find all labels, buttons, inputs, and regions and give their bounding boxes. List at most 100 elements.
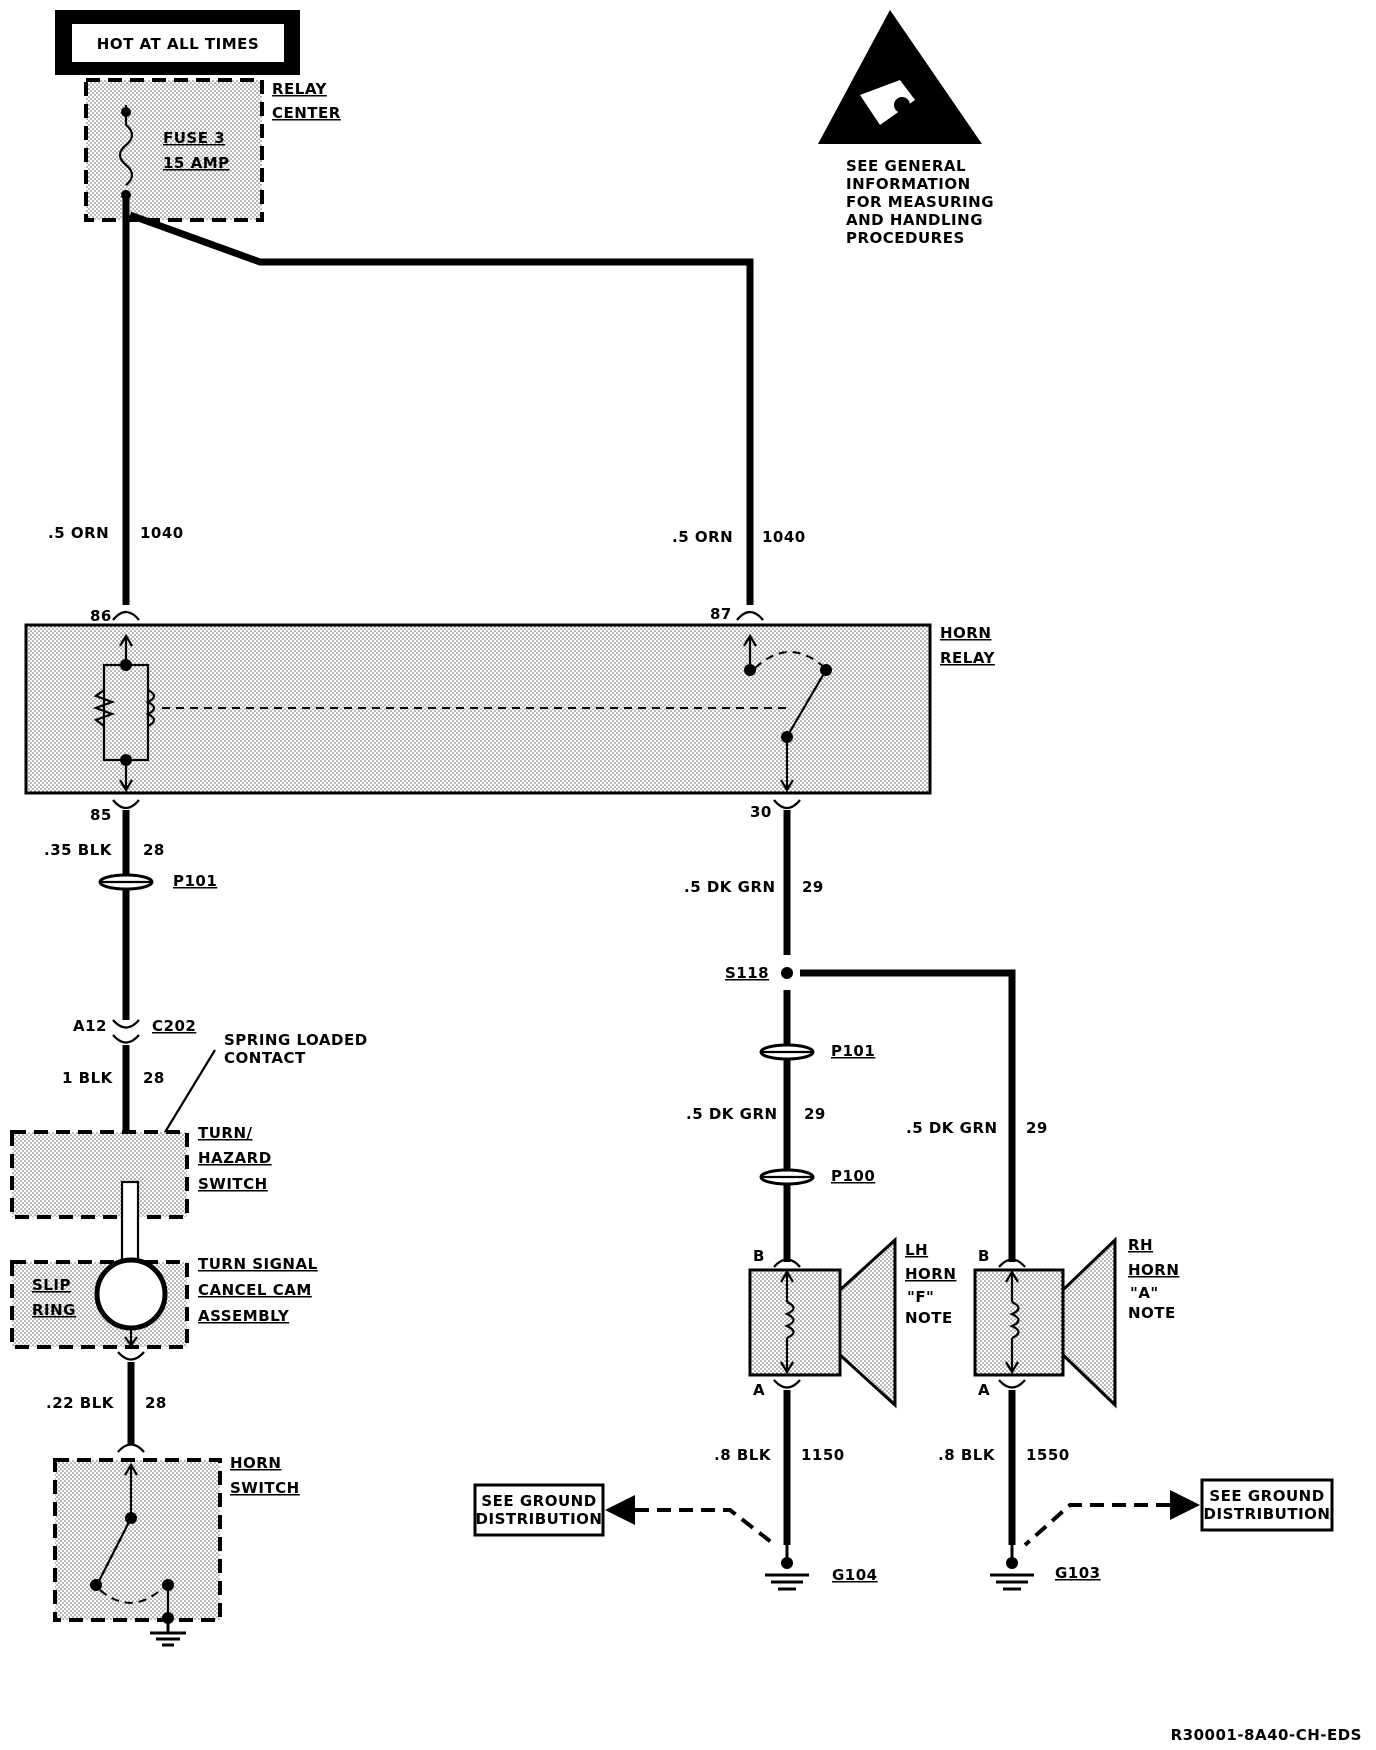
ground-ref-right: SEE GROUND DISTRIBUTION [1023, 1478, 1334, 1547]
rh-horn-label-3: "A" [1130, 1284, 1159, 1302]
power-source-label: HOT AT ALL TIMES [97, 35, 259, 53]
turn-hazard-label-2: HAZARD [198, 1149, 272, 1167]
horn-relay-label-2: RELAY [940, 649, 996, 667]
connector-30 [773, 799, 801, 810]
wire-lh-circuit: 29 [804, 1105, 826, 1123]
rh-horn-pin-b: B [978, 1247, 990, 1265]
connector-p100 [759, 1168, 815, 1186]
rh-horn-pin-a: A [978, 1381, 990, 1399]
figure-code: R30001-8A40-CH-EDS [1171, 1726, 1362, 1744]
relay-center-label-2: CENTER [272, 104, 341, 122]
fuse-label-1: FUSE 3 [163, 129, 225, 147]
horn-relay-label-1: HORN [940, 624, 991, 642]
esd-notice-2: INFORMATION [846, 175, 971, 193]
ground-ref-right-1: SEE GROUND [1209, 1487, 1324, 1505]
fuse-3 [118, 124, 134, 186]
lh-horn-label-2: HORN [905, 1265, 956, 1283]
lh-horn-label-1: LH [905, 1241, 928, 1259]
wire-rh-circuit: 29 [1026, 1119, 1048, 1137]
wire-86-gauge: .5 ORN [48, 524, 109, 542]
cancel-cam-label-2: CANCEL CAM [198, 1281, 312, 1299]
wire-cancel-circuit: 28 [145, 1394, 167, 1412]
slip-ring [94, 1257, 168, 1331]
esd-notice-4: AND HANDLING [846, 211, 983, 229]
wire-lh-gauge: .5 DK GRN [686, 1105, 778, 1123]
turn-hazard-label-3: SWITCH [198, 1175, 268, 1193]
relay-center: RELAY CENTER FUSE 3 15 AMP [84, 78, 341, 222]
lh-horn-body [748, 1268, 842, 1377]
pin-30: 30 [750, 803, 772, 821]
wire-87-gauge: .5 ORN [672, 528, 733, 546]
ground-g103-icon [990, 1545, 1034, 1591]
pin-85: 85 [90, 806, 112, 824]
ground-ref-left-1: SEE GROUND [481, 1492, 596, 1510]
cancel-cam-label-3: ASSEMBLY [198, 1307, 290, 1325]
lh-horn-label-4: NOTE [905, 1309, 953, 1327]
fuse-terminal-top [121, 107, 131, 117]
esd-notice-5: PROCEDURES [846, 229, 965, 247]
relay-resistor [92, 689, 116, 727]
p100-label: P100 [831, 1167, 875, 1185]
wire-85-circuit: 28 [143, 841, 165, 859]
ground-ref-left-2: DISTRIBUTION [476, 1510, 603, 1528]
g103-label: G103 [1055, 1564, 1101, 1582]
lh-horn: B A LH HORN "F" NOTE [748, 1236, 956, 1409]
wire-g103-circuit: 1550 [1026, 1446, 1070, 1464]
horn-switch: HORN SWITCH [53, 1454, 300, 1624]
wire-c202-circuit: 28 [143, 1069, 165, 1087]
connector-p101-right [759, 1043, 815, 1061]
spring-contact-label-2: CONTACT [224, 1049, 306, 1067]
wire-cancel-gauge: .22 BLK [46, 1394, 115, 1412]
horn-switch-contact [97, 1517, 132, 1584]
splice-s118: S118 [725, 964, 793, 982]
g104-label: G104 [832, 1566, 878, 1584]
horn-switch-label-2: SWITCH [230, 1479, 300, 1497]
rh-horn-coil [1009, 1301, 1020, 1339]
cancel-cam-label-1: TURN SIGNAL [198, 1255, 318, 1273]
esd-warning-icon [818, 10, 982, 144]
wire-rh-horn [800, 969, 1016, 1262]
esd-notice-1: SEE GENERAL [846, 157, 966, 175]
wire-87-circuit: 1040 [762, 528, 806, 546]
a12-label: A12 [73, 1017, 107, 1035]
ground-ref-left-arrow-icon [605, 1495, 635, 1525]
wire-85-gauge: .35 BLK [44, 841, 113, 859]
relay-center-label-1: RELAY [272, 80, 328, 98]
turn-signal-cancel-cam: SLIP RING TURN SIGNAL CANCEL CAM ASSEMBL… [10, 1255, 318, 1349]
s118-label: S118 [725, 964, 769, 982]
connector-86 [112, 610, 140, 621]
ground-ref-left: SEE GROUND DISTRIBUTION [473, 1483, 777, 1547]
ground-g104-icon [765, 1545, 809, 1591]
wire-g103-gauge: .8 BLK [938, 1446, 996, 1464]
lh-horn-pin-b: B [753, 1247, 765, 1265]
spring-contact-label-1: SPRING LOADED [224, 1031, 368, 1049]
connector-p101-left [98, 873, 154, 891]
p101-right-label: P101 [831, 1042, 875, 1060]
esd-notice-3: FOR MEASURING [846, 193, 994, 211]
c202-label: C202 [152, 1017, 196, 1035]
wire-30-circuit: 29 [802, 878, 824, 896]
ground-ref-right-arrow-icon [1170, 1490, 1200, 1520]
slip-ring-label-1: SLIP [32, 1276, 71, 1294]
rh-horn-body [973, 1268, 1065, 1377]
connector-85 [112, 799, 140, 810]
wire-g104-circuit: 1150 [801, 1446, 845, 1464]
rh-horn-label-1: RH [1128, 1236, 1153, 1254]
rh-horn-bell [1061, 1236, 1117, 1409]
connector-87 [736, 610, 764, 621]
turn-hazard-label-1: TURN/ [198, 1124, 253, 1142]
rh-horn: B A RH HORN "A" NOTE [973, 1236, 1179, 1409]
horn-relay: HORN RELAY 86 87 85 30 [24, 605, 996, 824]
wire-rh-gauge: .5 DK GRN [906, 1119, 998, 1137]
power-source-box: HOT AT ALL TIMES [55, 10, 300, 75]
fuse-terminal-bottom [121, 190, 131, 200]
relay-switch-arm [787, 669, 827, 736]
pin-86: 86 [90, 607, 112, 625]
lh-horn-bell [838, 1236, 897, 1409]
esd-warning: SEE GENERAL INFORMATION FOR MEASURING AN… [818, 10, 994, 247]
wire-g104-gauge: .8 BLK [714, 1446, 772, 1464]
wire-87 [128, 211, 754, 605]
rh-horn-label-2: HORN [1128, 1261, 1179, 1279]
lh-horn-coil [784, 1301, 795, 1339]
